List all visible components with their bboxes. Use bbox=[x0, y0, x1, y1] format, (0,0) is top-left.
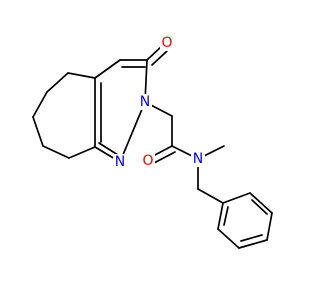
label-background bbox=[138, 94, 152, 110]
nitrogen-amide-symbol: N bbox=[193, 151, 203, 167]
bond bbox=[249, 192, 273, 214]
nitrogen-n2-label: N bbox=[138, 94, 152, 110]
bond bbox=[223, 206, 229, 226]
bond bbox=[217, 228, 240, 249]
oxygen-amide-symbol: O bbox=[142, 153, 153, 169]
bond bbox=[42, 145, 70, 159]
oxygen-carbonyl-symbol: O bbox=[161, 35, 172, 51]
bond bbox=[46, 72, 69, 93]
atom-label-layer: O N N O N bbox=[113, 35, 205, 170]
bond bbox=[32, 116, 44, 147]
bond bbox=[153, 151, 176, 164]
bond bbox=[197, 188, 224, 204]
bond bbox=[146, 45, 163, 61]
oxygen-carbonyl-label: O bbox=[160, 35, 174, 51]
nitrogen-amide-label: N bbox=[191, 151, 205, 167]
nitrogen-n2-symbol: N bbox=[140, 94, 150, 110]
bond bbox=[222, 192, 251, 204]
chemical-structure: O N N O N bbox=[32, 35, 273, 249]
label-background bbox=[113, 154, 127, 170]
oxygen-amide-label: O bbox=[141, 153, 155, 169]
bond-layer bbox=[32, 45, 273, 249]
bond bbox=[238, 239, 268, 249]
bond bbox=[240, 234, 263, 242]
bond bbox=[32, 91, 48, 118]
label-background bbox=[141, 153, 155, 169]
bond bbox=[266, 212, 273, 241]
label-background bbox=[191, 151, 205, 167]
bond bbox=[98, 142, 119, 156]
bond bbox=[151, 50, 168, 66]
bond bbox=[251, 199, 268, 215]
bond bbox=[68, 146, 96, 159]
bond bbox=[94, 59, 121, 79]
nitrogen-n1-label: N bbox=[113, 154, 127, 170]
nitrogen-n1-symbol: N bbox=[115, 154, 125, 170]
bond bbox=[119, 101, 146, 163]
bond bbox=[67, 72, 96, 79]
bond bbox=[217, 202, 224, 230]
label-background bbox=[160, 35, 174, 51]
